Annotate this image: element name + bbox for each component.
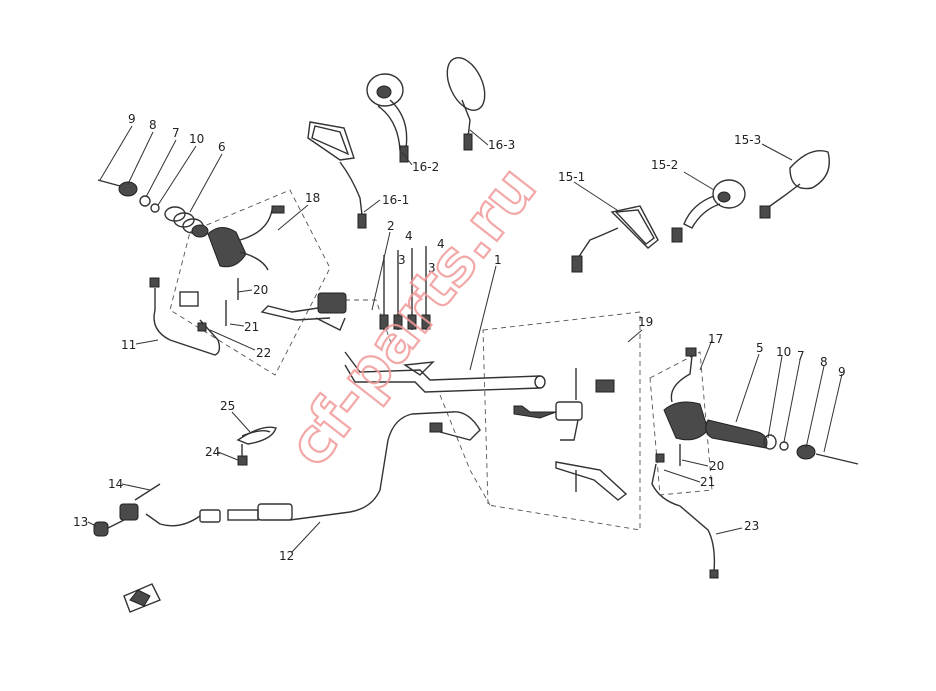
callout-22: 22 [256,346,271,360]
callout-1: 1 [494,253,502,267]
mirror-15-1 [571,205,659,273]
right-switch-housing [663,347,709,441]
callout-23: 23 [744,519,759,533]
left-switch-housing [207,205,285,326]
callout-9-right: 9 [838,365,846,379]
left-cable [149,277,221,356]
callout-4-left: 4 [405,229,413,243]
ignition-switch [93,483,161,537]
left-grip-assembly [97,179,209,238]
mirror-15-3 [759,150,830,219]
mirror-15-2 [671,179,746,243]
callout-8-left: 8 [149,118,157,132]
callout-21-right: 21 [700,475,715,489]
callout-13: 13 [73,515,88,529]
callout-11: 11 [121,338,136,352]
mirror-16-3 [446,57,486,151]
group-outline-right-brake [482,311,641,531]
callout-8-right: 8 [820,355,828,369]
mirror-16-1 [307,121,367,229]
callout-10-right: 10 [776,345,791,359]
callout-7-right: 7 [797,349,805,363]
callout-20-right: 20 [709,459,724,473]
callout-7-left: 7 [172,126,180,140]
callout-3-right: 3 [428,261,436,275]
callout-18: 18 [305,191,320,205]
callout-4-right: 4 [437,237,445,251]
leader-lines [87,125,843,553]
callout-labels: 9 8 7 10 6 18 16-1 16-2 16-3 2 4 3 4 3 1… [73,112,846,563]
callout-17: 17 [708,332,723,346]
right-brake-master [513,368,628,501]
callout-3-left: 3 [398,253,406,267]
callout-20-left: 20 [253,283,268,297]
callout-21-left: 21 [244,320,259,334]
group-outline-right-switch [649,351,713,496]
handlebar [344,351,546,393]
callout-2: 2 [387,219,395,233]
callout-9-left: 9 [128,112,136,126]
main-cable [145,411,481,527]
callout-5: 5 [756,341,764,355]
left-lever [260,292,347,331]
group-outline-left-switch [169,189,331,376]
callout-16-3: 16-3 [488,138,515,152]
callout-6: 6 [218,140,226,154]
callout-16-1: 16-1 [382,193,409,207]
bolt-24 [237,444,248,466]
direction-badge [123,583,161,613]
right-cable [651,444,719,579]
callout-25: 25 [220,399,235,413]
callout-15-3: 15-3 [734,133,761,147]
callout-12: 12 [279,549,294,563]
callout-15-1: 15-1 [558,170,585,184]
group-outline-cable-link [439,394,491,506]
callout-16-2: 16-2 [412,160,439,174]
mirror-16-2 [366,73,409,163]
callout-14: 14 [108,477,123,491]
right-grip-assembly [705,419,859,465]
clip-25 [236,426,277,445]
bolts-group [379,246,431,330]
callout-10-left: 10 [189,132,204,146]
callout-15-2: 15-2 [651,158,678,172]
callout-24: 24 [205,445,220,459]
callout-19: 19 [638,315,653,329]
